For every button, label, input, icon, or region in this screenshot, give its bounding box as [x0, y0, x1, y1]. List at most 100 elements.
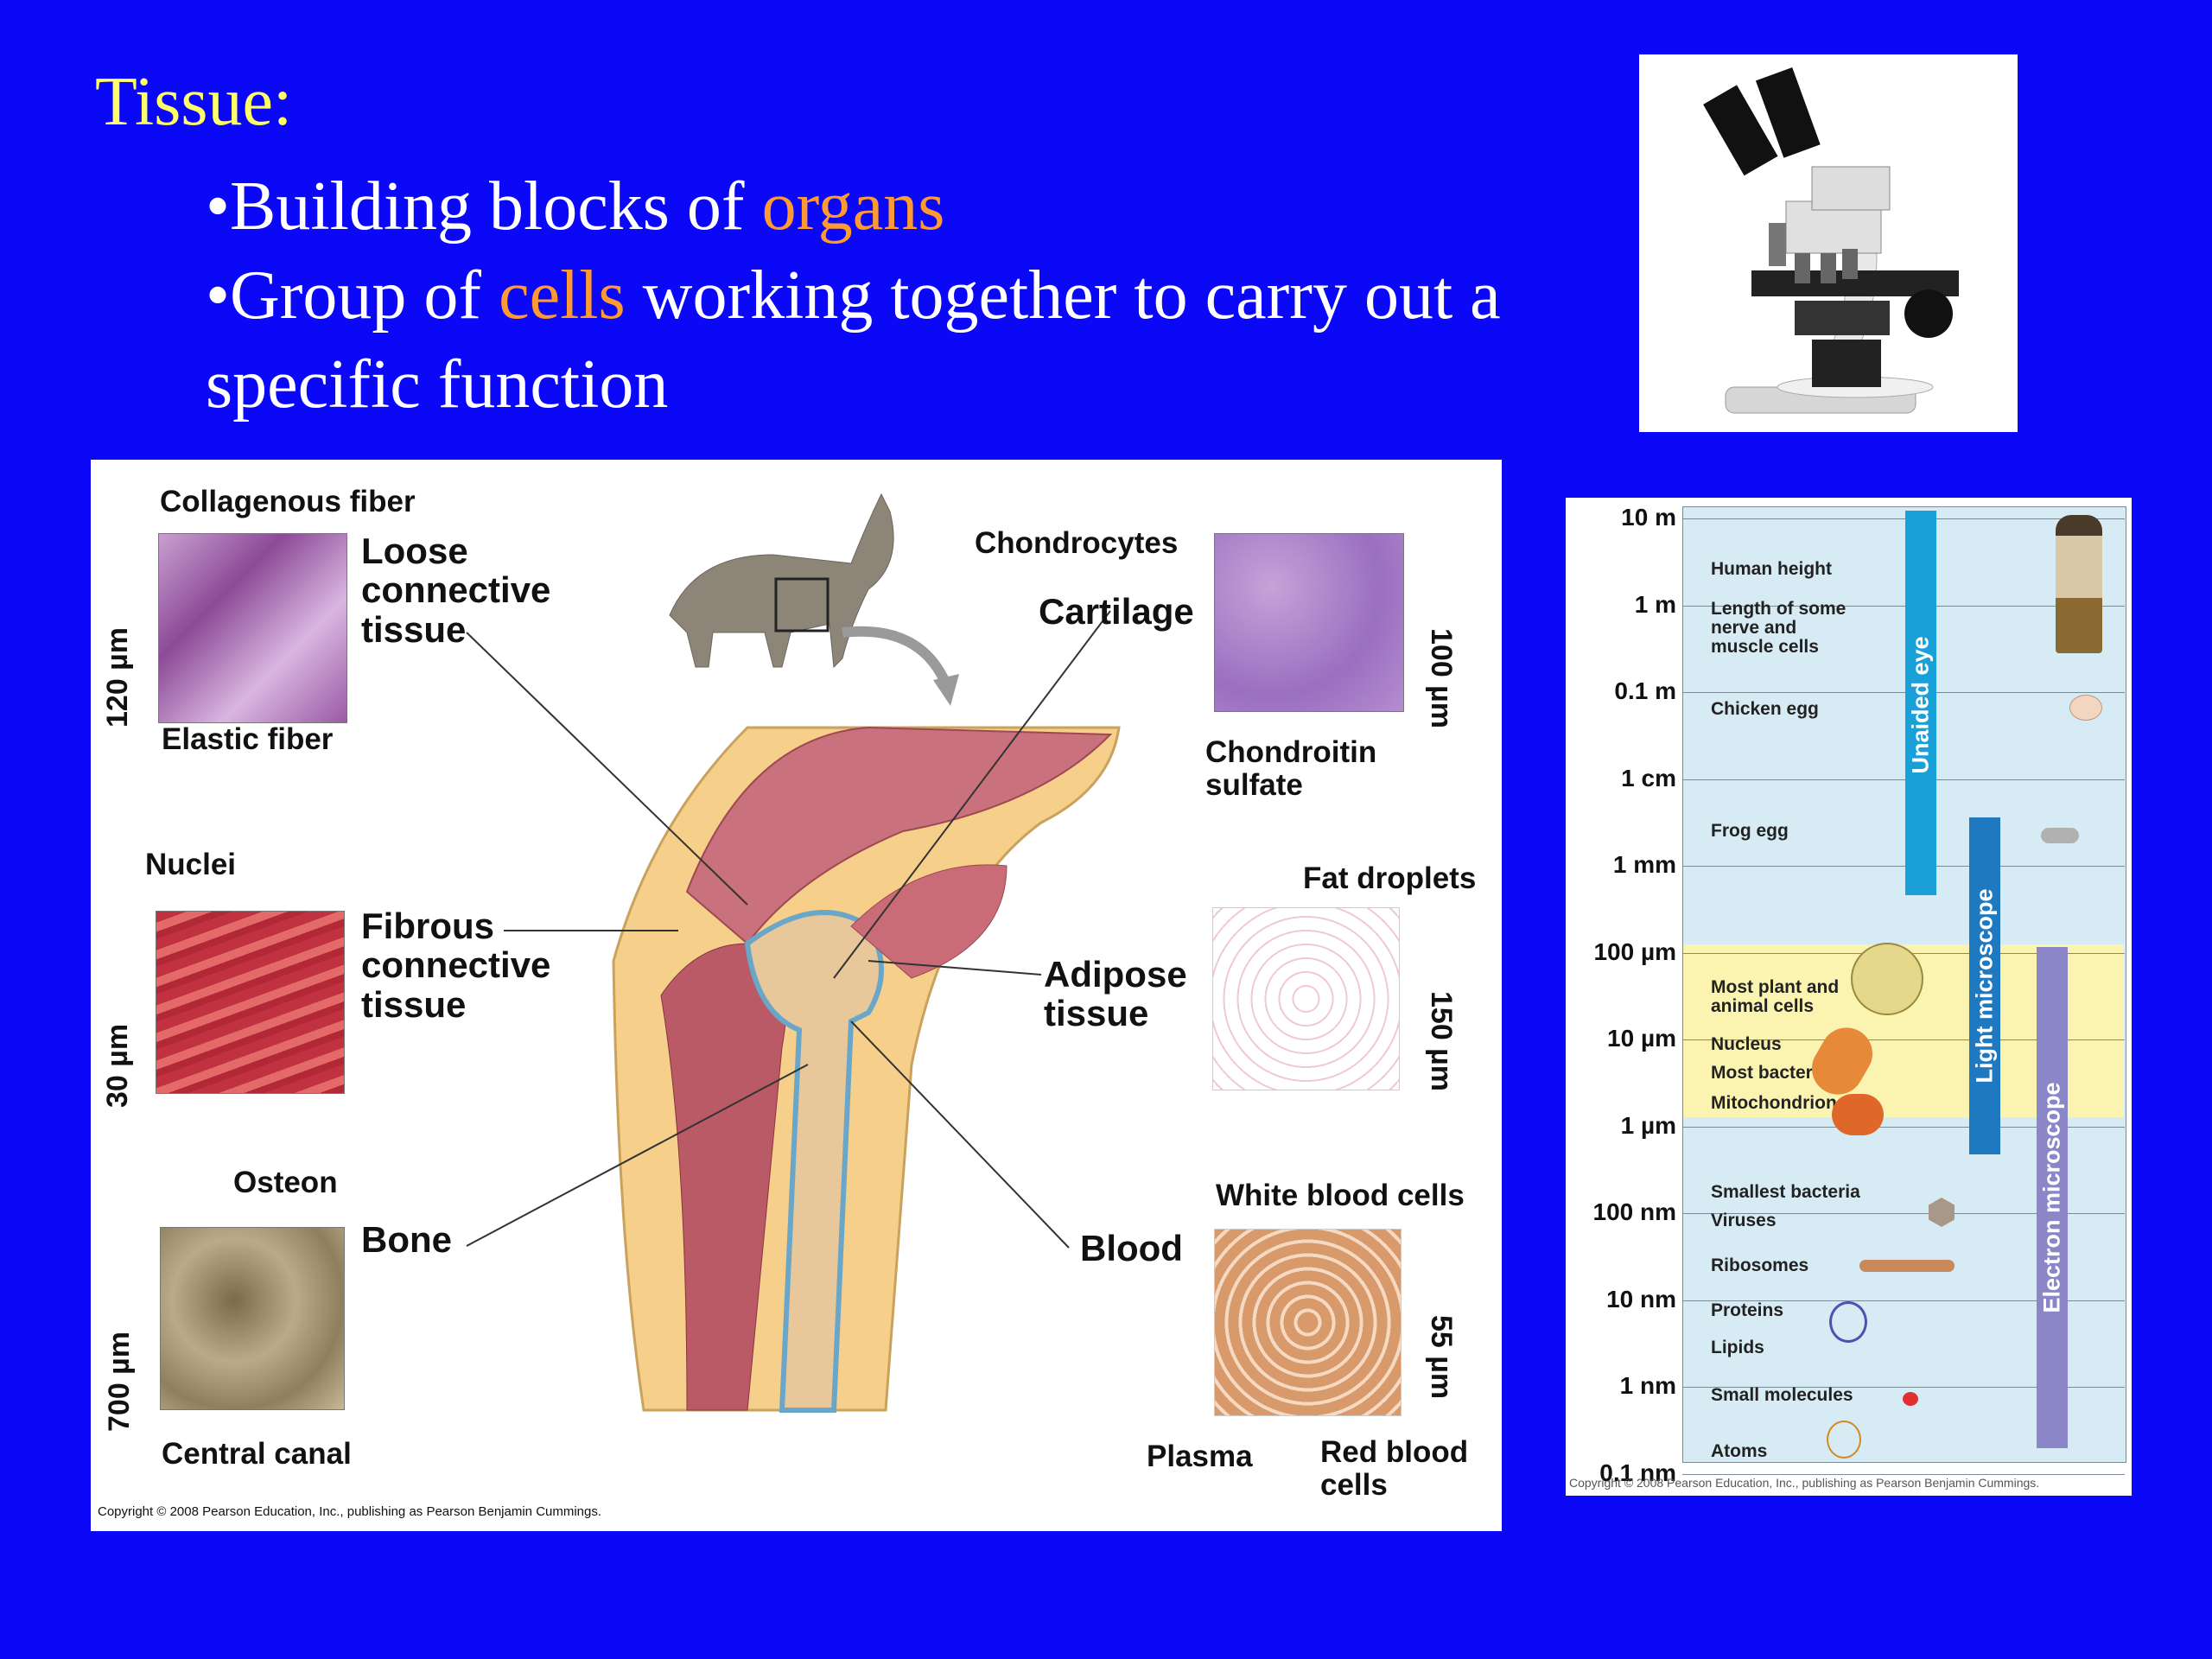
label-chondroitin-sulfate: Chondroitin sulfate [1205, 735, 1377, 802]
fibrous-connective-micrograph [156, 911, 345, 1094]
scale-tick-label: 100 µm [1593, 938, 1676, 965]
scale-tick-label: 1 mm [1612, 851, 1676, 878]
scale-cartilage: 100 µm [1425, 628, 1458, 728]
label-bone: Bone [361, 1219, 452, 1260]
bullet-organs: •Building blocks of organs [206, 162, 1605, 251]
scale-tick-label: 0.1 nm [1599, 1459, 1676, 1486]
item-small-molecules: Small molecules [1711, 1385, 1853, 1405]
scale-gridline [1682, 605, 2125, 607]
label-blood: Blood [1080, 1228, 1183, 1268]
item-mitochondrion: Mitochondrion [1711, 1093, 1837, 1113]
scale-gridline [1682, 1300, 2125, 1301]
label-plasma: Plasma [1147, 1440, 1253, 1473]
scale-gridline [1682, 518, 2125, 519]
item-nerve-cells: Length of some nerve and muscle cells [1711, 599, 1847, 658]
scale-gridline [1682, 779, 2125, 780]
label-adipose: Adipose tissue [1044, 954, 1187, 1034]
human-figure-icon [2056, 515, 2102, 653]
mitochondrion-icon [1832, 1094, 1884, 1135]
cartilage-micrograph [1214, 533, 1404, 712]
scale-tick-label: 10 nm [1606, 1285, 1676, 1313]
scale-copyright: Copyright © 2008 Pearson Education, Inc.… [1569, 1476, 2040, 1490]
scale-tick-label: 1 m [1634, 590, 1676, 618]
scale-gridline [1682, 1473, 2125, 1475]
band-unaided-eye-arrow [1905, 511, 1936, 895]
scale-fat: 150 µm [1425, 991, 1458, 1091]
scale-tick-label: 1 µm [1620, 1111, 1676, 1139]
label-cartilage: Cartilage [1039, 591, 1194, 632]
animal-cell-icon [1851, 943, 1923, 1015]
bullet-continuation: specific function [206, 346, 669, 423]
item-viruses: Viruses [1711, 1211, 1777, 1230]
scale-tick-label: 10 µm [1607, 1025, 1676, 1052]
ribosome-icon [1859, 1260, 1955, 1272]
blood-micrograph [1214, 1229, 1402, 1416]
item-chicken-egg: Chicken egg [1711, 699, 1819, 719]
label-electron-microscope: Electron microscope [2038, 1082, 2065, 1313]
scale-tick-label: 1 nm [1619, 1372, 1676, 1399]
label-collagenous-fiber: Collagenous fiber [160, 485, 416, 518]
scale-tick-label: 10 m [1621, 504, 1676, 531]
band-electron-arrow [2037, 947, 2068, 1448]
bullet-text: •Group of [206, 257, 499, 334]
highlight-organs: organs [761, 168, 945, 245]
frog-egg-icon [2041, 828, 2079, 843]
atom-icon [1827, 1421, 1861, 1459]
label-unaided-eye: Unaided eye [1907, 636, 1934, 774]
scale-chart: 10 m 1 m 0.1 m 1 cm 1 mm 100 µm 10 µm 1 µm 100 n… [1566, 498, 2132, 1496]
slide-title: Tissue: [95, 64, 293, 140]
loose-connective-micrograph [158, 533, 347, 723]
item-ribosomes: Ribosomes [1711, 1255, 1809, 1275]
microscope-image [1639, 54, 2018, 432]
label-chondrocytes: Chondrocytes [975, 526, 1179, 560]
item-frog-egg: Frog egg [1711, 821, 1789, 841]
highlight-cells: cells [499, 257, 626, 334]
scale-gridline [1682, 866, 2125, 867]
label-red-blood-cells: Red blood cells [1320, 1435, 1469, 1502]
scale-gridline [1682, 1126, 2125, 1128]
item-nucleus: Nucleus [1711, 1034, 1782, 1054]
scale-gridline [1682, 692, 2125, 693]
tissue-figure: Collagenous fiber Loose connective tissu… [91, 460, 1502, 1531]
item-smallest-bacteria: Smallest bacteria [1711, 1182, 1860, 1202]
label-nuclei: Nuclei [145, 848, 237, 881]
item-lipids: Lipids [1711, 1338, 1764, 1357]
microscope-icon [1703, 67, 1959, 414]
bullet-text: working together to carry out a [625, 257, 1501, 334]
item-human-height: Human height [1711, 559, 1832, 579]
adipose-micrograph [1212, 907, 1400, 1090]
label-fibrous-connective: Fibrous connective tissue [361, 906, 551, 1025]
scale-tick-label: 0.1 m [1614, 677, 1676, 704]
label-central-canal: Central canal [162, 1437, 352, 1471]
chicken-egg-icon [2069, 695, 2102, 721]
scale-bone: 700 µm [103, 1332, 136, 1432]
bone-micrograph [160, 1227, 345, 1410]
label-white-blood-cells: White blood cells [1216, 1179, 1465, 1212]
scale-gridline [1682, 1387, 2125, 1388]
item-atoms: Atoms [1711, 1441, 1768, 1461]
scale-loose: 120 µm [101, 627, 134, 728]
bullet-list: •Building blocks of organs •Group of cel… [206, 162, 1605, 429]
label-osteon: Osteon [233, 1166, 338, 1199]
protein-icon [1829, 1301, 1867, 1343]
label-elastic-fiber: Elastic fiber [162, 722, 334, 756]
limb-section [612, 726, 1121, 1413]
scale-blood: 55 µm [1425, 1315, 1458, 1400]
item-most-bacteria: Most bacteria [1711, 1063, 1828, 1083]
small-molecule-icon [1903, 1392, 1918, 1406]
bullet-text: •Building blocks of [206, 168, 762, 245]
label-fat-droplets: Fat droplets [1303, 861, 1477, 895]
wolf-limb-illustration [466, 493, 1121, 1413]
label-loose-connective: Loose connective tissue [361, 531, 551, 650]
band-light-arrow [1969, 817, 2000, 1154]
leader-lines [466, 610, 1111, 1249]
scale-tick-label: 100 nm [1592, 1198, 1677, 1225]
scale-fibrous: 30 µm [101, 1023, 134, 1108]
bullet-cells: •Group of cells working together to carr… [206, 251, 1605, 340]
item-proteins: Proteins [1711, 1300, 1784, 1320]
wolf-icon [669, 493, 959, 706]
scale-tick-label: 1 cm [1621, 764, 1676, 791]
label-light-microscope: Light microscope [1971, 888, 1998, 1084]
scale-gridline [1682, 1039, 2125, 1040]
scale-gridline [1682, 1213, 2125, 1214]
